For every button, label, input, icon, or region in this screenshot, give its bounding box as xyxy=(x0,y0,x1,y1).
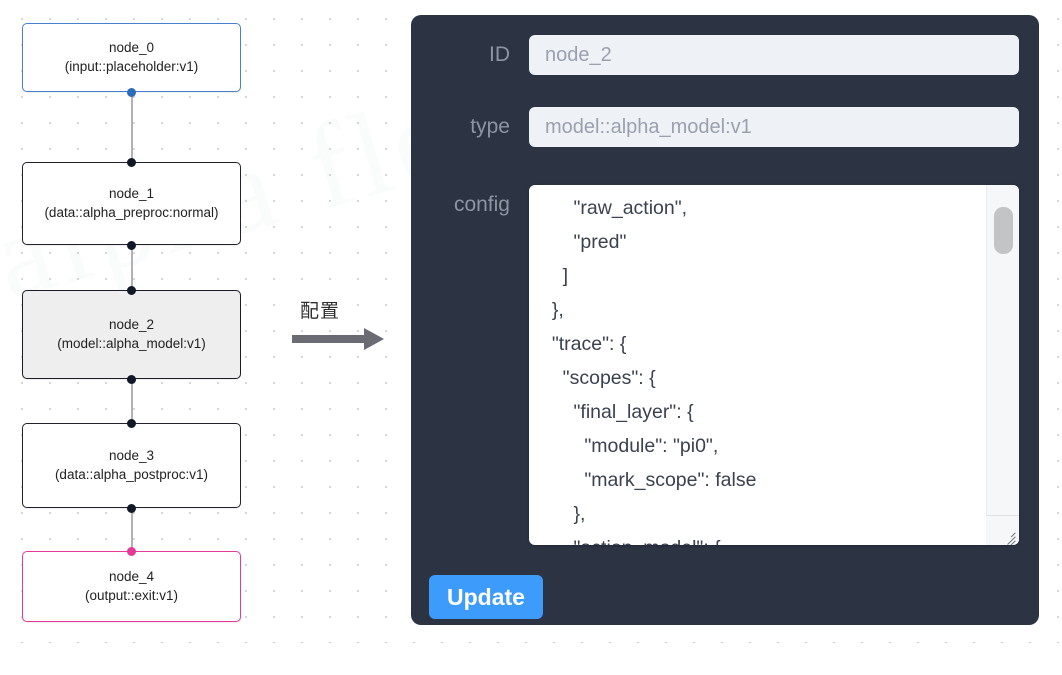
id-field-label: ID xyxy=(489,43,510,66)
id-field-row: ID xyxy=(411,35,1019,75)
flow-node-label: node_2 (model::alpha_model:v1) xyxy=(57,317,206,351)
configure-arrow-group: 配置 xyxy=(292,296,392,358)
flow-node-label: node_3 (data::alpha_postproc:v1) xyxy=(54,448,209,482)
flow-node-label: node_4 (output::exit:v1) xyxy=(84,569,179,603)
right-arrow-head-icon xyxy=(364,328,384,350)
config-scrollbar-thumb[interactable] xyxy=(994,207,1013,254)
resize-grip-icon[interactable] xyxy=(1000,526,1016,545)
node_1-source-handle[interactable] xyxy=(127,241,136,250)
node_2-source-handle[interactable] xyxy=(127,375,136,384)
node_0-source-handle[interactable] xyxy=(127,88,136,97)
flow-node-label: node_1 (data::alpha_preproc:normal) xyxy=(44,186,219,220)
node_4-target-handle[interactable] xyxy=(127,547,136,556)
flow-node-node_0[interactable]: node_0 (input::placeholder:v1) xyxy=(22,23,241,92)
right-arrow-icon xyxy=(292,335,366,343)
update-button[interactable]: Update xyxy=(429,575,543,619)
type-input[interactable] xyxy=(529,107,1019,147)
edge-0-1 xyxy=(131,92,133,162)
flow-node-label: node_0 (input::placeholder:v1) xyxy=(64,40,199,74)
arrow-label: 配置 xyxy=(300,300,341,322)
config-field-label: config xyxy=(453,193,510,216)
edge-3-4 xyxy=(131,508,133,551)
type-field-row: type xyxy=(411,107,1019,147)
node_3-target-handle[interactable] xyxy=(127,419,136,428)
node_2-target-handle[interactable] xyxy=(127,286,136,295)
flow-node-node_4[interactable]: node_4 (output::exit:v1) xyxy=(22,551,241,622)
flow-node-node_1[interactable]: node_1 (data::alpha_preproc:normal) xyxy=(22,162,241,245)
node_3-source-handle[interactable] xyxy=(127,504,136,513)
node_1-target-handle[interactable] xyxy=(127,158,136,167)
textarea-resize-corner[interactable] xyxy=(986,515,1019,545)
flow-node-node_2[interactable]: node_2 (model::alpha_model:v1) xyxy=(22,290,241,379)
config-textarea-wrapper xyxy=(529,185,1019,545)
edge-2-3 xyxy=(131,379,133,423)
flow-node-node_3[interactable]: node_3 (data::alpha_postproc:v1) xyxy=(22,423,241,508)
edge-1-2 xyxy=(131,245,133,290)
config-scrollbar[interactable] xyxy=(986,185,1019,545)
flow-graph[interactable]: node_0 (input::placeholder:v1) node_1 (d… xyxy=(0,0,400,643)
config-textarea[interactable] xyxy=(529,185,984,545)
id-input[interactable] xyxy=(529,35,1019,75)
config-field-row: config xyxy=(411,185,1019,545)
node-config-panel: ID type config Update xyxy=(411,15,1039,625)
type-field-label: type xyxy=(470,115,510,138)
